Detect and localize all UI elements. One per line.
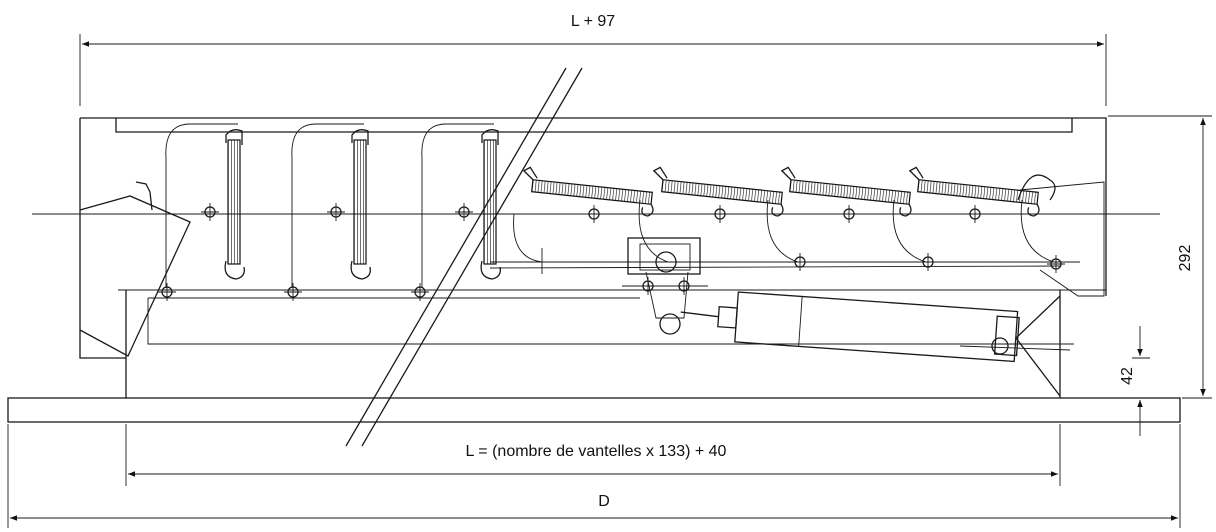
height-label: 292 [1177, 245, 1194, 272]
mounting-flange [7, 397, 1181, 423]
dimension-height: 292 [1108, 115, 1212, 399]
flange-label: 42 [1119, 367, 1136, 385]
dimension-total: D [7, 424, 1181, 528]
closed-blade-4 [892, 166, 1043, 272]
open-blade-3 [410, 123, 501, 302]
dimension-overall-width: L + 97 [79, 13, 1107, 106]
dimension-flange-height: 42 [1119, 326, 1150, 436]
closed-blade-1 [513, 166, 657, 263]
actuator-cylinder [680, 291, 1071, 397]
actuator-bracket [622, 237, 708, 335]
open-blade-2 [283, 123, 371, 302]
overall-width-label: L + 97 [571, 13, 615, 30]
length-formula-label: L = (nombre de vantelles x 133) + 40 [466, 443, 727, 460]
total-label: D [598, 493, 610, 510]
open-blade-1 [157, 123, 245, 302]
closed-blade-3 [766, 166, 915, 272]
break-lines [345, 67, 583, 447]
linkage-bar [489, 248, 1080, 274]
closed-blade-end [1020, 199, 1066, 274]
closed-blade-2 [638, 166, 787, 263]
dimension-length-formula: L = (nombre de vantelles x 133) + 40 [125, 424, 1061, 486]
